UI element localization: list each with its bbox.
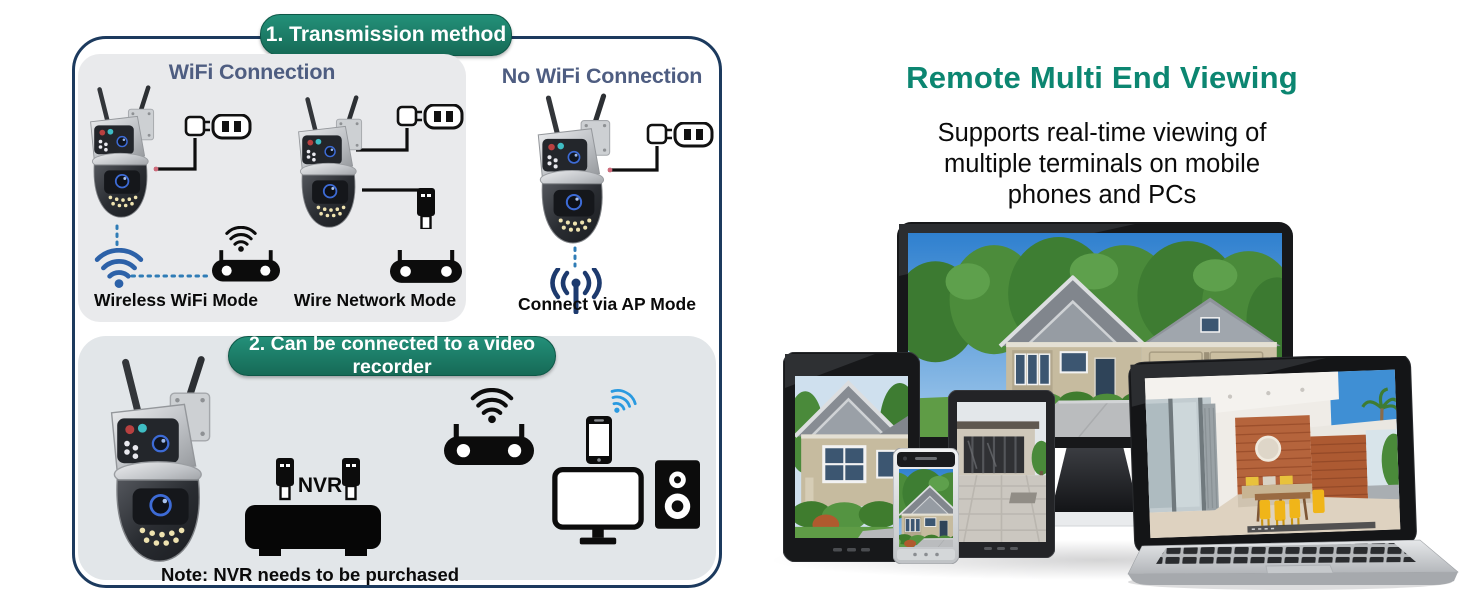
subtitle-line: Supports real-time viewing of <box>937 119 1267 147</box>
camera-icon <box>92 354 232 564</box>
subtitle-line: multiple terminals on mobile <box>943 150 1261 178</box>
power-plug-icon <box>184 114 252 140</box>
tablet-screen-image <box>957 402 1046 542</box>
section1-badge-label: 1. Transmission method <box>265 23 507 46</box>
section2-badge: 2. Can be connected to a video recorder <box>228 333 556 378</box>
nvr-box-icon <box>245 505 381 556</box>
no-wifi-group-title: No WiFi Connection <box>501 64 703 88</box>
camera-icon <box>524 92 626 245</box>
camera-icon <box>78 84 168 219</box>
router-icon <box>444 424 534 465</box>
ap-mode-label: Connect via AP Mode <box>518 294 696 314</box>
camera-icon <box>286 94 376 229</box>
tablet-mockup-left <box>783 352 920 562</box>
section2-badge-label: 2. Can be connected to a video recorder <box>248 333 536 378</box>
subtitle-line: phones and PCs <box>1007 181 1197 209</box>
wifi-group-title: WiFi Connection <box>168 60 336 84</box>
transmission-diagram-panel: 1. Transmission method WiFi Connection N… <box>72 14 722 588</box>
laptop-screen-image <box>1144 369 1401 539</box>
usb-plug-icon <box>415 188 437 229</box>
wired-mode-label: Wire Network Mode <box>293 290 457 310</box>
wifi-icon <box>225 226 257 253</box>
monitor-icon <box>552 466 644 548</box>
nvr-note: Note: NVR needs to be purchased <box>160 564 460 585</box>
wifi-icon <box>470 388 514 425</box>
phone-mockup <box>893 448 959 564</box>
wired-router-icon <box>390 250 462 283</box>
phone-icon <box>586 416 612 464</box>
power-plug-icon <box>646 122 714 148</box>
phone-screen-image <box>899 469 953 547</box>
remote-viewing-section: Remote Multi End Viewing Supports real-t… <box>740 0 1464 600</box>
power-plug-icon <box>396 104 464 130</box>
nvr-label: NVR <box>297 474 343 497</box>
page-title: Remote Multi End Viewing <box>906 60 1298 95</box>
laptop-mockup <box>1127 356 1459 590</box>
wireless-mode-label: Wireless WiFi Mode <box>93 290 259 310</box>
router-icon <box>212 250 280 282</box>
speaker-icon <box>655 460 700 529</box>
wifi-icon <box>94 248 144 290</box>
tablet-mockup-mid <box>948 390 1055 558</box>
section1-badge: 1. Transmission method <box>260 14 512 56</box>
